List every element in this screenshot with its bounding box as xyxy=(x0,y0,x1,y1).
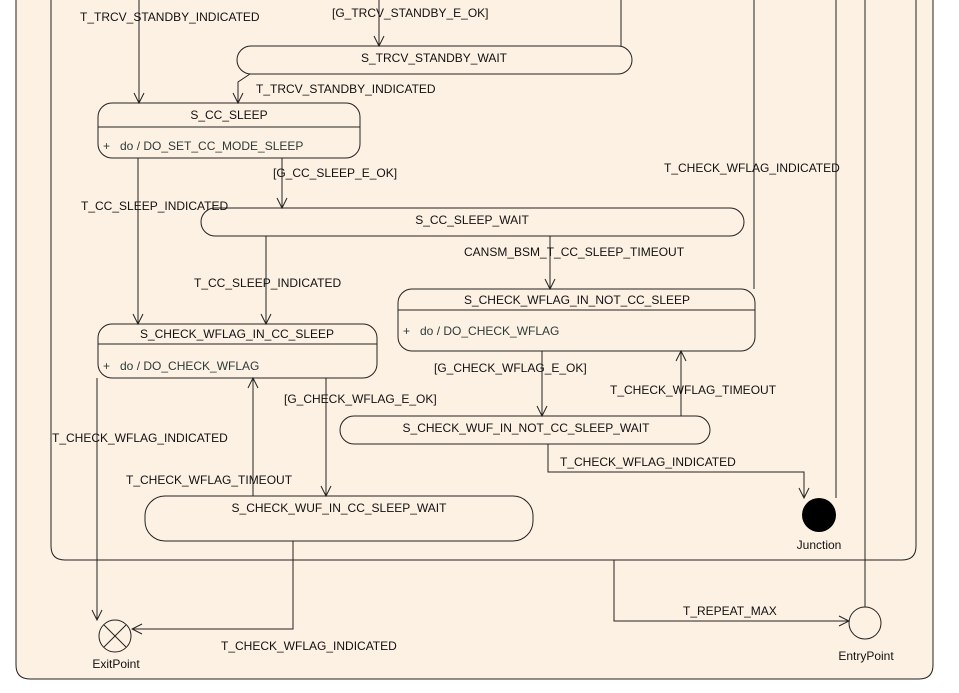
state-cc-sleep[interactable] xyxy=(97,102,361,159)
state-cc-sleep-wait[interactable] xyxy=(200,207,745,237)
label-g-cc-sleep-e-ok: [G_CC_SLEEP_E_OK] xyxy=(273,166,397,180)
label-cansm-bsm-t-cc-sleep-timeout: CANSM_BSM_T_CC_SLEEP_TIMEOUT xyxy=(464,245,685,259)
label-g-trcv-standby-e-ok: [G_TRCV_STANDBY_E_OK] xyxy=(332,6,489,20)
state-check-wflag-in-not-cc-sleep-do: + do / DO_CHECK_WFLAG xyxy=(403,324,559,338)
state-cc-sleep-wait-label: S_CC_SLEEP_WAIT xyxy=(415,213,529,227)
transition-trcv-standby-indicated[interactable] xyxy=(238,73,251,103)
junction-label: Junction xyxy=(797,538,842,552)
state-check-wuf-in-cc-sleep-wait[interactable] xyxy=(144,495,534,542)
transition-check-wflag-indicated-mid[interactable] xyxy=(547,444,804,498)
junction-node[interactable] xyxy=(802,498,836,532)
state-check-wflag-in-not-cc-sleep[interactable] xyxy=(397,288,756,352)
state-trcv-standby-wait-label: S_TRCV_STANDBY_WAIT xyxy=(361,51,508,65)
state-cc-sleep-label: S_CC_SLEEP xyxy=(190,108,267,122)
state-cc-sleep-do: + do / DO_SET_CC_MODE_SLEEP xyxy=(103,139,303,153)
label-g-check-wflag-e-ok-left: [G_CHECK_WFLAG_E_OK] xyxy=(284,392,437,406)
state-check-wflag-in-cc-sleep-do: + do / DO_CHECK_WFLAG xyxy=(103,359,259,373)
exit-point-label: ExitPoint xyxy=(92,657,140,671)
label-check-wflag-indicated-right: T_CHECK_WFLAG_INDICATED xyxy=(664,161,840,175)
label-repeat-max: T_REPEAT_MAX xyxy=(683,604,777,618)
state-check-wflag-in-cc-sleep[interactable] xyxy=(97,323,378,379)
transition-repeat-max[interactable] xyxy=(613,560,849,621)
transition-check-wflag-indicated-bottom[interactable] xyxy=(132,541,294,629)
label-trcv-standby-indicated: T_TRCV_STANDBY_INDICATED xyxy=(256,82,436,96)
state-check-wflag-in-cc-sleep-label: S_CHECK_WFLAG_IN_CC_SLEEP xyxy=(140,327,334,341)
entry-point[interactable] xyxy=(848,606,882,640)
state-check-wuf-in-not-cc-sleep-wait[interactable] xyxy=(339,415,711,445)
entry-point-label: EntryPoint xyxy=(838,649,894,663)
state-check-wuf-in-cc-sleep-wait-label: S_CHECK_WUF_IN_CC_SLEEP_WAIT xyxy=(232,501,448,515)
label-check-wflag-indicated-left: T_CHECK_WFLAG_INDICATED xyxy=(52,431,228,445)
label-check-wflag-timeout-left: T_CHECK_WFLAG_TIMEOUT xyxy=(126,473,293,487)
label-check-wflag-indicated-mid: T_CHECK_WFLAG_INDICATED xyxy=(560,455,736,469)
label-cc-sleep-indicated-left: T_CC_SLEEP_INDICATED xyxy=(81,199,228,213)
state-trcv-standby-wait[interactable] xyxy=(236,45,633,75)
exit-point[interactable] xyxy=(98,619,132,653)
label-cc-sleep-indicated-mid: T_CC_SLEEP_INDICATED xyxy=(194,276,341,290)
state-check-wflag-in-not-cc-sleep-label: S_CHECK_WFLAG_IN_NOT_CC_SLEEP xyxy=(464,293,690,307)
label-g-check-wflag-e-ok-right: [G_CHECK_WFLAG_E_OK] xyxy=(434,361,587,375)
state-check-wuf-in-not-cc-sleep-wait-label: S_CHECK_WUF_IN_NOT_CC_SLEEP_WAIT xyxy=(403,421,651,435)
label-check-wflag-timeout-right: T_CHECK_WFLAG_TIMEOUT xyxy=(610,383,777,397)
label-trcv-standby-indicated-top: T_TRCV_STANDBY_INDICATED xyxy=(80,10,260,24)
label-check-wflag-indicated-bottom: T_CHECK_WFLAG_INDICATED xyxy=(221,639,397,653)
